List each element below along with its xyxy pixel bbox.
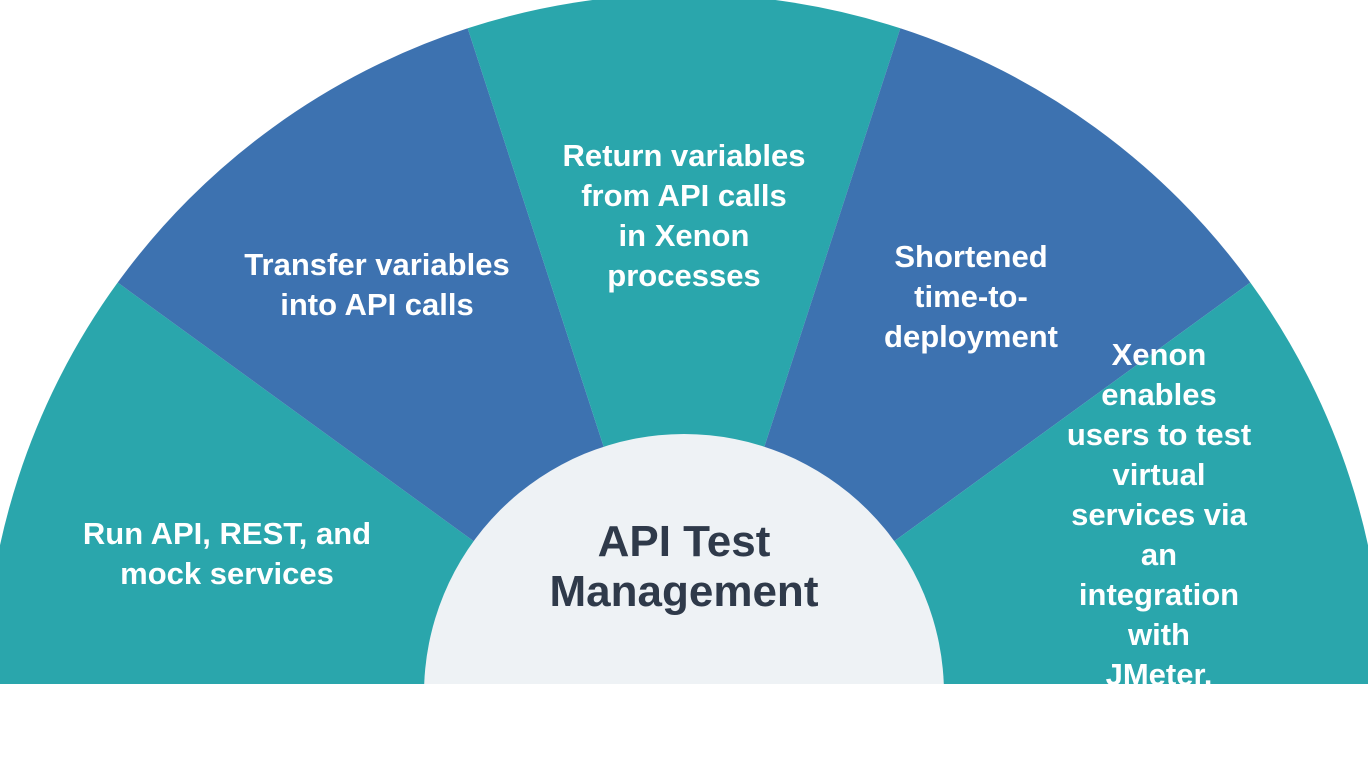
segment-return-variables: [467, 0, 901, 684]
segment-label-transfer-variables: Transfer variables into API calls: [244, 247, 510, 322]
segment-label-shortened-deployment: Shortened time-to- deployment: [884, 239, 1058, 354]
center-hub: [424, 434, 944, 684]
center-title: API Test Management: [549, 517, 819, 616]
semicircle-diagram: [0, 0, 1368, 684]
segment-label-run-api: Run API, REST, and mock services: [82, 516, 372, 591]
segment-label-virtual-services: Xenon enables users to test virtual serv…: [1061, 337, 1257, 772]
segment-label-return-variables: Return variables from API calls in Xenon…: [562, 138, 806, 293]
api-test-management-diagram: Run API, REST, and mock services Transfe…: [0, 0, 1368, 684]
